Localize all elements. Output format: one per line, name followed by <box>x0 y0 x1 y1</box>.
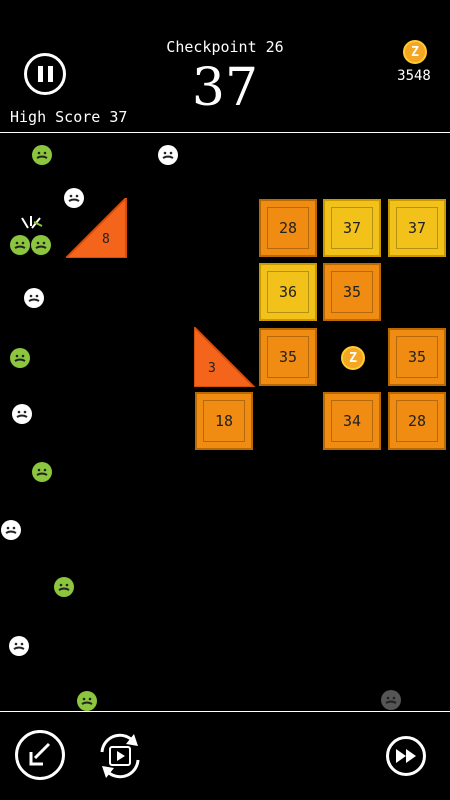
white-ball-icon <box>12 404 32 424</box>
fast-forward-icon <box>396 749 416 763</box>
green-ball-icon <box>77 691 97 711</box>
brick-tile: 37 <box>388 199 446 257</box>
triangle-block: 3 <box>193 324 257 388</box>
recall-balls-button[interactable] <box>15 730 65 780</box>
sparkle-icon <box>18 216 44 234</box>
white-ball-icon <box>24 288 44 308</box>
white-ball-icon <box>158 145 178 165</box>
video-refresh-button[interactable] <box>94 730 146 782</box>
triangle-block: 8 <box>63 195 128 259</box>
checkpoint-label: Checkpoint 26 <box>166 38 284 56</box>
coin-icon: Z <box>403 40 427 64</box>
pause-button[interactable] <box>24 53 66 95</box>
triangle-value: 8 <box>102 232 110 247</box>
brick-tile: 35 <box>323 263 381 321</box>
green-ball-icon <box>32 145 52 165</box>
bottom-divider <box>0 711 450 712</box>
white-ball-icon <box>64 188 84 208</box>
green-ball-icon <box>32 462 52 482</box>
white-ball-icon <box>9 636 29 656</box>
recall-arrow-icon <box>29 742 51 766</box>
green-ball-icon <box>10 348 30 368</box>
triangle-value: 3 <box>208 361 216 376</box>
score: 37 <box>191 58 259 118</box>
fast-forward-button[interactable] <box>386 736 426 776</box>
brick-tile: 34 <box>323 392 381 450</box>
brick-tile: 36 <box>259 263 317 321</box>
video-refresh-icon <box>100 733 140 779</box>
white-ball-icon <box>1 520 21 540</box>
top-divider <box>0 132 450 133</box>
launcher-ball-icon <box>381 690 401 710</box>
green-ball-icon <box>10 235 30 255</box>
green-ball-icon <box>31 235 51 255</box>
pause-icon <box>37 66 53 82</box>
brick-tile: 28 <box>259 199 317 257</box>
green-ball-icon <box>54 577 74 597</box>
brick-tile: 35 <box>259 328 317 386</box>
brick-tile: 18 <box>195 392 253 450</box>
coin-pickup-icon: Z <box>341 346 365 370</box>
coin-count: 3548 <box>397 68 431 84</box>
high-score-label: High Score 37 <box>10 108 128 126</box>
brick-tile: 37 <box>323 199 381 257</box>
brick-tile: 35 <box>388 328 446 386</box>
brick-tile: 28 <box>388 392 446 450</box>
